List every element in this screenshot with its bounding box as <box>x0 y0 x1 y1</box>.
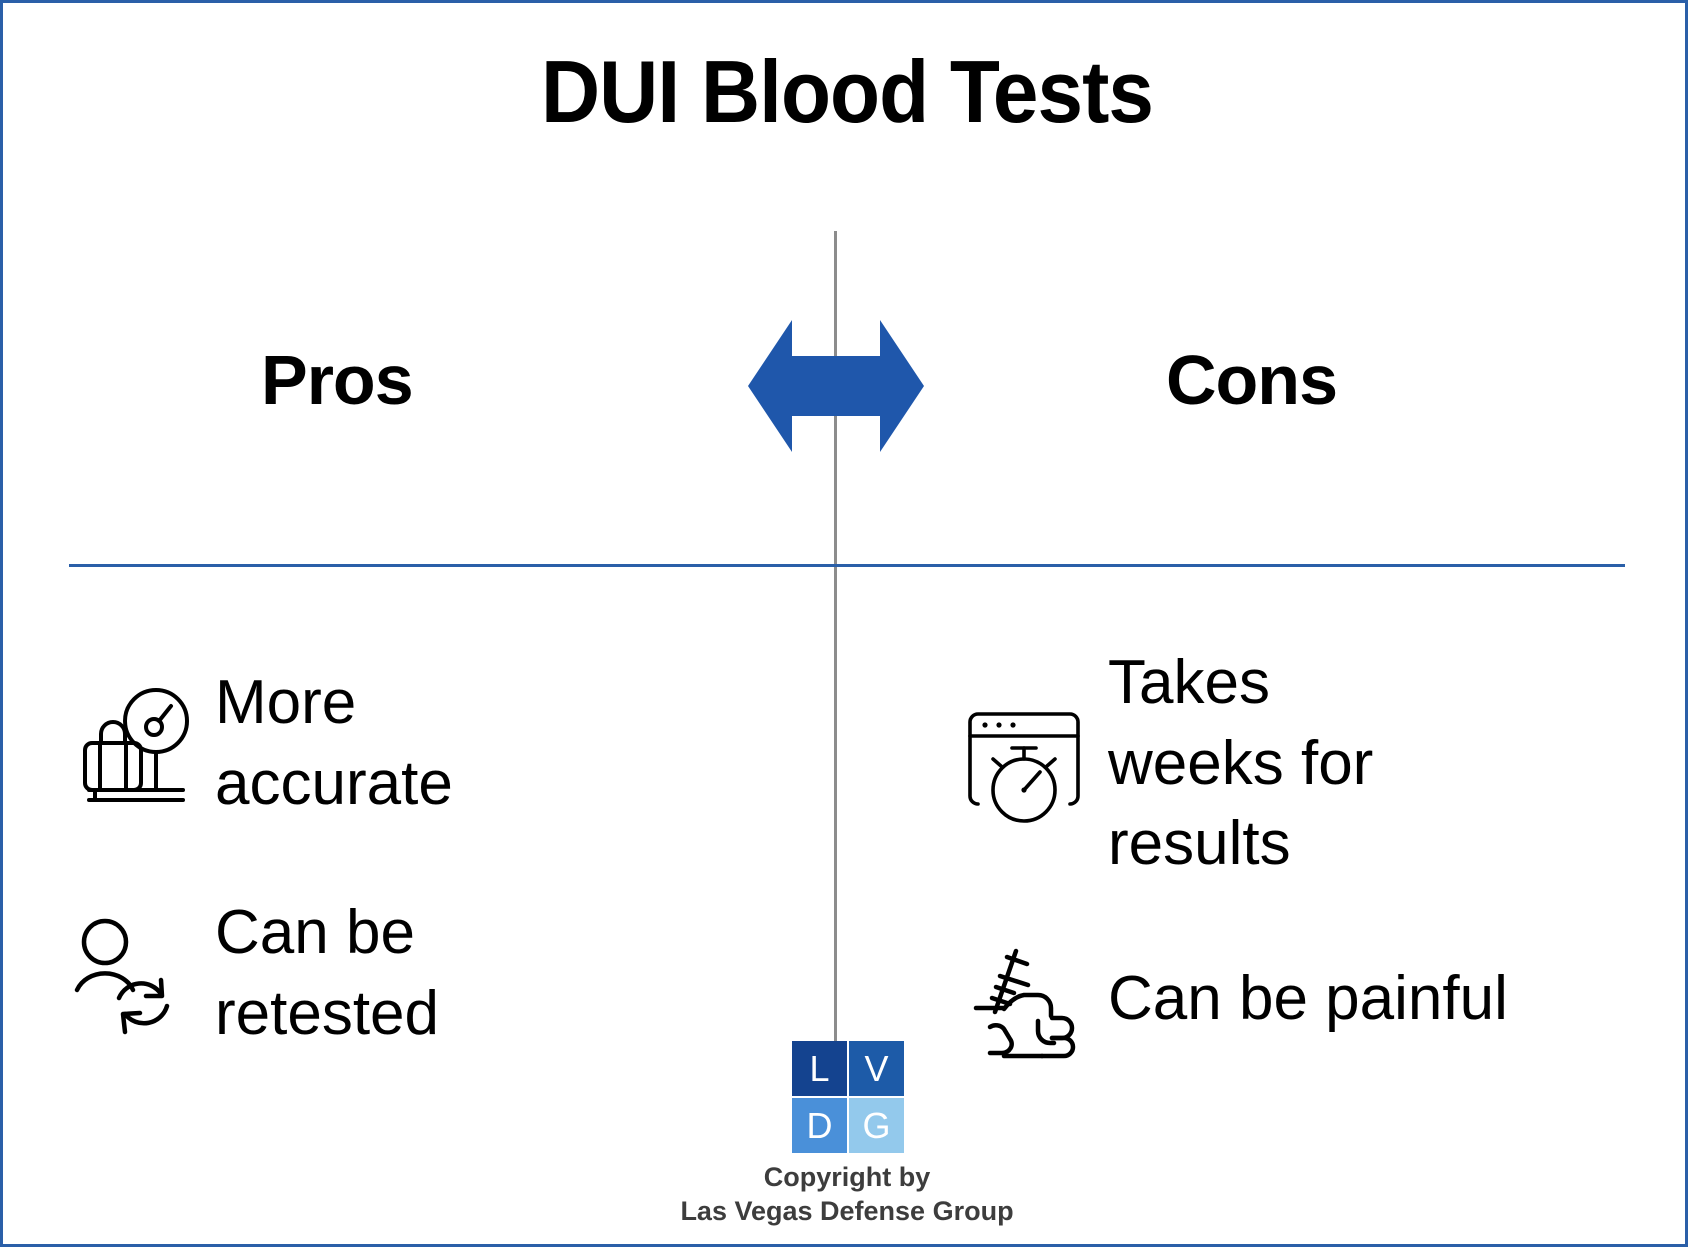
logo-cell-d: D <box>792 1098 847 1153</box>
column-heading-pros: Pros <box>261 341 414 419</box>
list-item: Can be retested <box>65 893 439 1054</box>
list-item: More accurate <box>65 663 453 824</box>
lvdg-logo: L V D G <box>792 1041 904 1153</box>
page-title: DUI Blood Tests <box>541 42 1154 141</box>
syringe-arm-icon <box>958 933 1090 1065</box>
list-item-label: More accurate <box>215 668 453 818</box>
list-item-label: Can be retested <box>215 898 440 1048</box>
logo-block: L V D G Copyright by Las Vegas Defense G… <box>3 1041 1685 1229</box>
double-headed-arrow-icon <box>748 300 924 472</box>
browser-stopwatch-icon <box>958 698 1090 830</box>
horizontal-divider <box>69 564 1625 567</box>
logo-cell-l: L <box>792 1041 847 1096</box>
center-vertical-divider <box>834 231 837 1071</box>
list-item-label: Takes weeks for results <box>1108 648 1374 879</box>
copyright-text: Copyright by Las Vegas Defense Group <box>680 1162 1014 1226</box>
list-item: Takes weeks for results <box>958 643 1373 885</box>
list-item-label: Can be painful <box>1108 963 1508 1033</box>
luggage-scale-icon <box>65 678 197 810</box>
person-refresh-icon <box>65 908 197 1040</box>
list-item: Can be painful <box>958 933 1508 1065</box>
column-heading-cons: Cons <box>1166 341 1338 419</box>
logo-cell-g: G <box>849 1098 904 1153</box>
logo-cell-v: V <box>849 1041 904 1096</box>
